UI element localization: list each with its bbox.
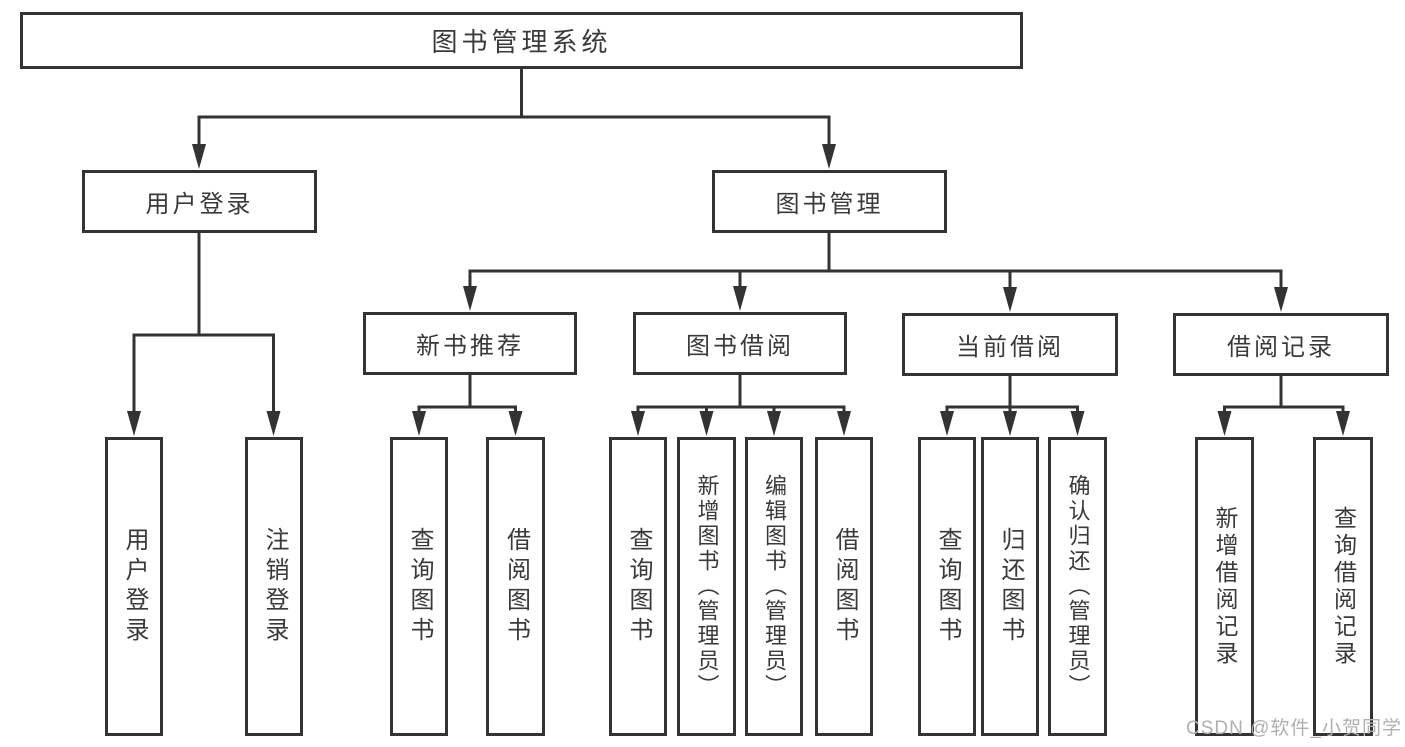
leaf-confirm-return-admin: 确认归还（管理员） bbox=[1048, 437, 1107, 736]
arrow-down-icon bbox=[733, 286, 747, 311]
leaf-label: 用户登录 bbox=[121, 526, 148, 647]
arrow-down-icon bbox=[127, 411, 141, 436]
node-label: 新书推荐 bbox=[416, 333, 524, 360]
arrow-down-icon bbox=[266, 411, 281, 436]
arrow-down-icon bbox=[508, 411, 523, 436]
node-label: 借阅记录 bbox=[1227, 334, 1335, 361]
leaf-borrow-books: 借阅图书 bbox=[815, 437, 873, 736]
leaf-label: 查询借阅记录 bbox=[1330, 505, 1357, 668]
arrow-down-icon bbox=[699, 411, 714, 436]
node-user-login: 用户登录 bbox=[82, 170, 317, 233]
leaf-label: 注销登录 bbox=[261, 526, 288, 647]
leaf-label: 编辑图书（管理员） bbox=[762, 474, 787, 699]
arrow-down-icon bbox=[412, 411, 426, 436]
leaf-label: 新增借阅记录 bbox=[1212, 505, 1238, 668]
leaf-label: 查询图书 bbox=[406, 526, 433, 647]
leaf-label: 新增图书（管理员） bbox=[694, 474, 720, 699]
leaf-query-borrow-record: 查询借阅记录 bbox=[1313, 437, 1373, 736]
leaf-query-books-current: 查询图书 bbox=[918, 437, 976, 736]
arrow-down-icon bbox=[767, 411, 781, 436]
leaf-label: 查询图书 bbox=[625, 526, 652, 647]
node-book-management: 图书管理 bbox=[712, 170, 947, 233]
arrowheads bbox=[127, 144, 1350, 436]
node-label: 图书管理 bbox=[775, 191, 884, 218]
node-label: 用户登录 bbox=[145, 191, 254, 218]
leaf-label: 借阅图书 bbox=[502, 526, 530, 647]
node-book-borrowing: 图书借阅 bbox=[633, 312, 847, 375]
arrow-down-icon bbox=[837, 411, 851, 436]
arrow-down-icon bbox=[1217, 411, 1232, 436]
node-new-book-recommend: 新书推荐 bbox=[363, 312, 577, 375]
arrow-down-icon bbox=[192, 144, 206, 169]
node-borrow-records: 借阅记录 bbox=[1173, 313, 1389, 376]
leaf-label: 借阅图书 bbox=[831, 526, 858, 647]
arrow-down-icon bbox=[940, 411, 954, 436]
leaf-add-borrow-record: 新增借阅记录 bbox=[1195, 437, 1254, 736]
leaf-query-books-recommend: 查询图书 bbox=[390, 437, 448, 736]
node-library-management-system: 图书管理系统 bbox=[20, 12, 1023, 69]
node-label: 当前借阅 bbox=[956, 334, 1064, 361]
arrow-down-icon bbox=[463, 286, 477, 311]
arrow-down-icon bbox=[631, 411, 645, 436]
leaf-label: 查询图书 bbox=[934, 526, 961, 647]
arrow-down-icon bbox=[1070, 411, 1085, 436]
leaf-label: 归还图书 bbox=[997, 526, 1024, 647]
leaf-query-books-borrow: 查询图书 bbox=[609, 437, 667, 736]
leaf-logout: 注销登录 bbox=[245, 437, 303, 736]
leaf-return-books: 归还图书 bbox=[981, 437, 1039, 736]
node-label: 图书借阅 bbox=[686, 333, 794, 360]
arrow-down-icon bbox=[1003, 411, 1017, 436]
arrow-down-icon bbox=[1336, 411, 1350, 436]
leaf-add-books-admin: 新增图书（管理员） bbox=[677, 437, 736, 736]
leaf-edit-books-admin: 编辑图书（管理员） bbox=[745, 437, 803, 736]
arrow-down-icon bbox=[822, 144, 836, 169]
leaf-label: 确认归还（管理员） bbox=[1065, 474, 1091, 699]
arrow-down-icon bbox=[1003, 287, 1017, 312]
node-label: 图书管理系统 bbox=[431, 27, 612, 57]
node-current-borrowing: 当前借阅 bbox=[902, 313, 1118, 376]
leaf-user-login: 用户登录 bbox=[105, 437, 163, 736]
leaf-borrow-books-recommend: 借阅图书 bbox=[486, 437, 545, 736]
csdn-watermark: CSDN @软件_小贺同学 bbox=[1186, 718, 1402, 739]
arrow-down-icon bbox=[1274, 287, 1288, 312]
